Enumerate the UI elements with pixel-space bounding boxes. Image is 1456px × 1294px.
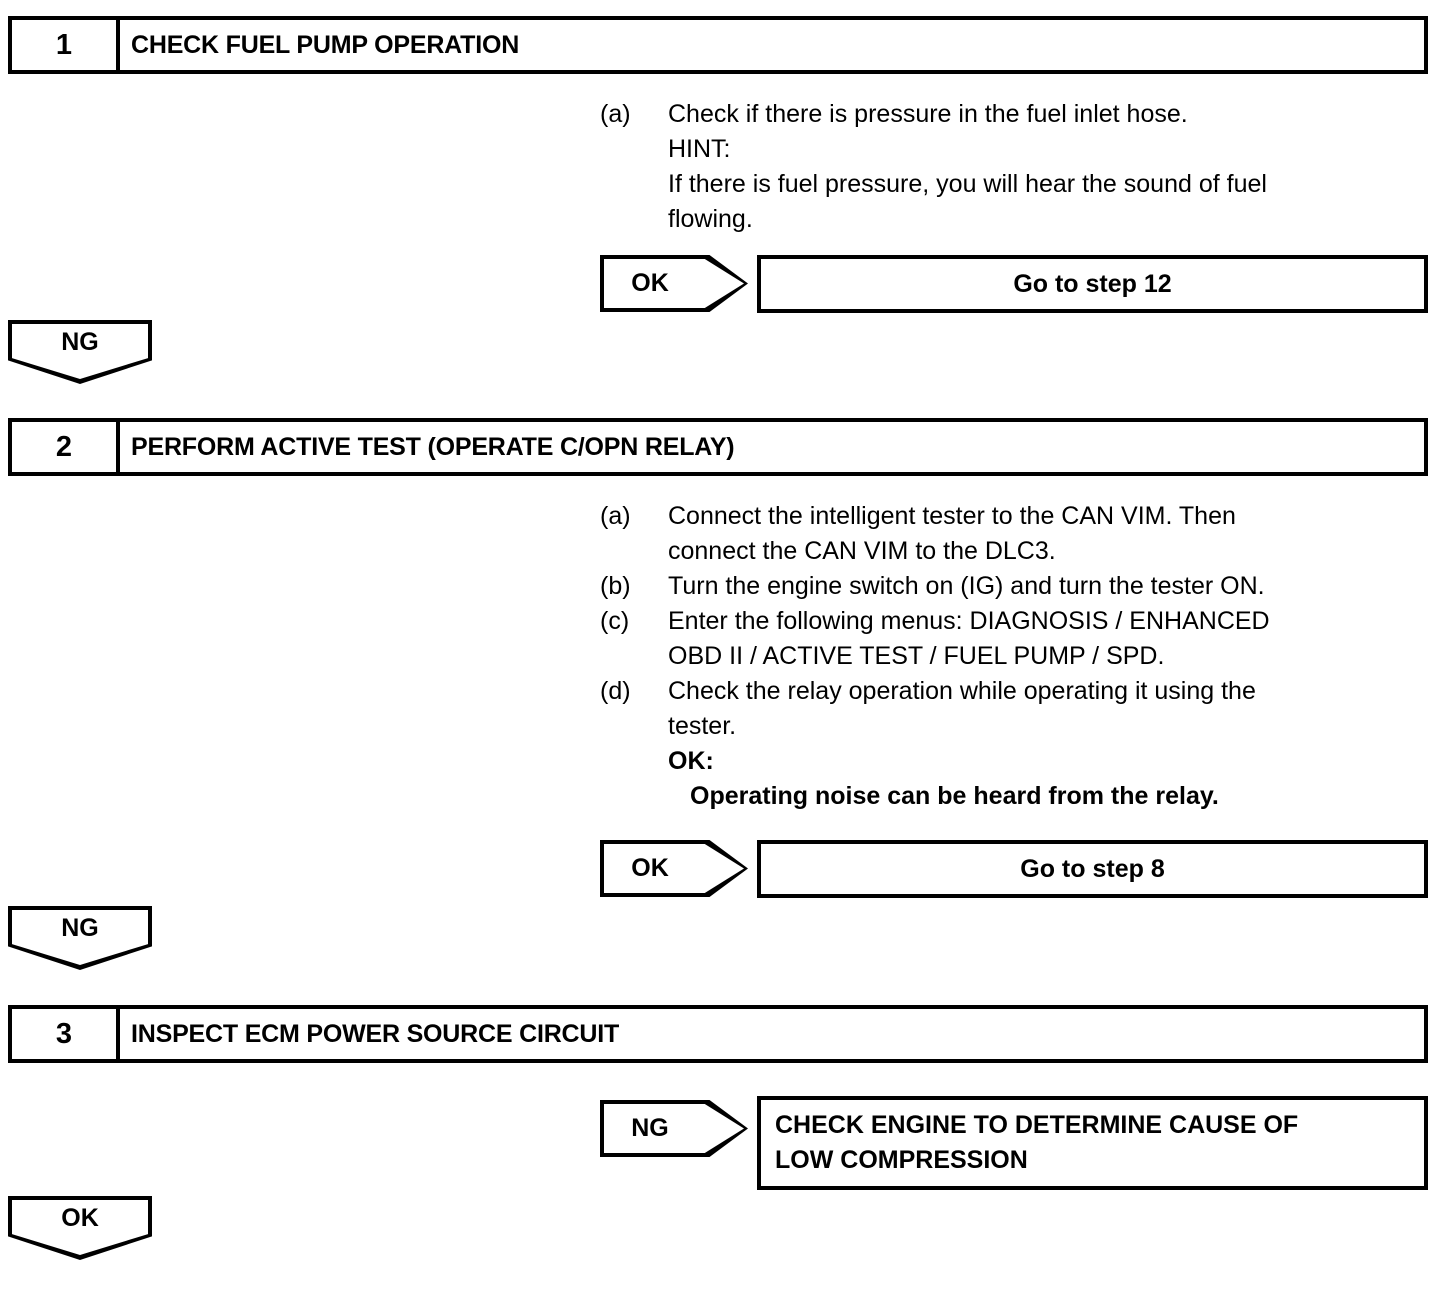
flow-connector-ng-1: NG [8, 320, 152, 384]
step-title-2: PERFORM ACTIVE TEST (OPERATE C/OPN RELAY… [131, 432, 735, 461]
instruction-line: Connect the intelligent tester to the CA… [668, 502, 1236, 530]
branch-row-2: OK Go to step 8 [600, 840, 1428, 898]
step-number-3: 3 [12, 1009, 120, 1059]
instruction-line: HINT: [668, 135, 731, 163]
instruction-line: Turn the engine switch on (IG) and turn … [668, 572, 1265, 600]
instruction-item: (c) Enter the following menus: DIAGNOSIS… [600, 604, 1420, 674]
step-header-2: 2 PERFORM ACTIVE TEST (OPERATE C/OPN REL… [8, 418, 1428, 476]
step-number-1: 1 [12, 20, 120, 70]
branch-arrow-ok-1: OK [600, 255, 748, 312]
result-line: CHECK ENGINE TO DETERMINE CAUSE OF [775, 1111, 1299, 1139]
step-number-2: 2 [12, 422, 120, 472]
flow-connector-label: NG [61, 913, 99, 942]
instruction-text: Connect the intelligent tester to the CA… [668, 499, 1420, 569]
instruction-item: (d) Check the relay operation while oper… [600, 674, 1420, 744]
flow-connector-ok-3: OK [8, 1196, 152, 1260]
instruction-line: OBD II / ACTIVE TEST / FUEL PUMP / SPD. [668, 642, 1165, 670]
instruction-line: If there is fuel pressure, you will hear… [668, 170, 1267, 198]
step-title-1: CHECK FUEL PUMP OPERATION [131, 30, 520, 59]
instruction-line: connect the CAN VIM to the DLC3. [668, 537, 1056, 565]
ok-criteria-statement: Operating noise can be heard from the re… [690, 782, 1219, 810]
instruction-line: Check the relay operation while operatin… [668, 677, 1256, 705]
flow-connector-ng-2: NG [8, 906, 152, 970]
instruction-line: Enter the following menus: DIAGNOSIS / E… [668, 607, 1270, 635]
instruction-item: (b) Turn the engine switch on (IG) and t… [600, 569, 1420, 604]
instruction-text: Check if there is pressure in the fuel i… [668, 97, 1420, 237]
instruction-text: Turn the engine switch on (IG) and turn … [668, 569, 1420, 604]
branch-arrow-ng-3: NG [600, 1100, 748, 1157]
instruction-line: tester. [668, 712, 737, 740]
result-line: LOW COMPRESSION [775, 1146, 1028, 1174]
instruction-item: (a) Connect the intelligent tester to th… [600, 499, 1420, 569]
branch-arrow-label: OK [631, 269, 669, 297]
step-body-2: (a) Connect the intelligent tester to th… [600, 499, 1420, 814]
step-title-3: INSPECT ECM POWER SOURCE CIRCUIT [131, 1019, 620, 1048]
instruction-marker: (a) [600, 502, 631, 530]
instruction-line: Check if there is pressure in the fuel i… [668, 100, 1188, 128]
branch-row-1: OK Go to step 12 [600, 255, 1428, 313]
instruction-marker: (d) [600, 677, 631, 705]
instruction-marker: (a) [600, 100, 631, 128]
step-header-1: 1 CHECK FUEL PUMP OPERATION [8, 16, 1428, 74]
branch-result-1: Go to step 12 [757, 255, 1428, 313]
branch-result-text: CHECK ENGINE TO DETERMINE CAUSE OF LOW C… [775, 1108, 1298, 1178]
step-body-1: (a) Check if there is pressure in the fu… [600, 97, 1420, 237]
branch-result-2: Go to step 8 [757, 840, 1428, 898]
instruction-line: flowing. [668, 205, 753, 233]
branch-arrow-label: OK [631, 854, 669, 882]
branch-row-3: NG CHECK ENGINE TO DETERMINE CAUSE OF LO… [600, 1096, 1428, 1190]
branch-result-3: CHECK ENGINE TO DETERMINE CAUSE OF LOW C… [757, 1096, 1428, 1190]
flow-connector-label: NG [61, 327, 99, 356]
instruction-marker: (c) [600, 607, 630, 635]
instruction-item: (a) Check if there is pressure in the fu… [600, 97, 1420, 237]
instruction-marker: (b) [600, 572, 631, 600]
branch-arrow-label: NG [631, 1114, 669, 1142]
ok-criteria-label: OK: [668, 747, 714, 775]
step-header-3: 3 INSPECT ECM POWER SOURCE CIRCUIT [8, 1005, 1428, 1063]
instruction-text: Check the relay operation while operatin… [668, 674, 1420, 744]
instruction-text: Enter the following menus: DIAGNOSIS / E… [668, 604, 1420, 674]
branch-arrow-ok-2: OK [600, 840, 748, 897]
flow-connector-label: OK [61, 1203, 99, 1232]
